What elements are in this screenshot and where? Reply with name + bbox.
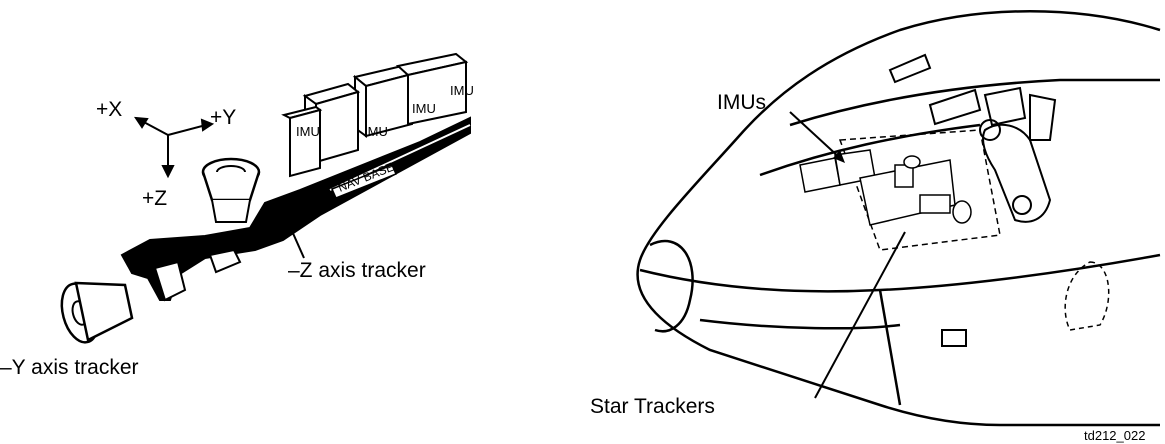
axis-y-label: +Y (210, 106, 236, 129)
nav-base-assembly: IMU IMU IMU IMU NAV BASE (60, 52, 474, 344)
imu-label: IMU (412, 101, 436, 116)
imu-label: IMU (364, 124, 388, 139)
nav-base-plate (330, 164, 398, 199)
axis-z-label: +Z (142, 187, 167, 210)
neg-z-tracker-unit (201, 157, 261, 274)
imu-label: IMU (450, 83, 474, 98)
axis-triad (134, 116, 215, 179)
imus-leader (789, 111, 841, 159)
neg-y-tracker-label: –Y axis tracker (0, 356, 139, 379)
imu-box (281, 105, 323, 178)
neg-z-leader (287, 221, 305, 259)
imu-label: IMU (296, 124, 320, 139)
figure-id: td212_022 (1084, 428, 1145, 443)
axis-x-label: +X (96, 98, 122, 121)
cutaway-outline (838, 129, 1001, 251)
neg-z-tracker-label: –Z axis tracker (288, 259, 426, 282)
fuselage-outline (636, 10, 1161, 427)
orbiter-nose (636, 10, 1161, 427)
star-trackers-leader (814, 231, 906, 399)
nav-equipment (799, 149, 972, 226)
star-trackers-label: Star Trackers (590, 395, 715, 418)
imus-label: IMUs (717, 91, 766, 114)
imu-box (395, 52, 469, 126)
neg-y-tracker-unit (60, 260, 187, 344)
nose-cap (649, 239, 694, 333)
